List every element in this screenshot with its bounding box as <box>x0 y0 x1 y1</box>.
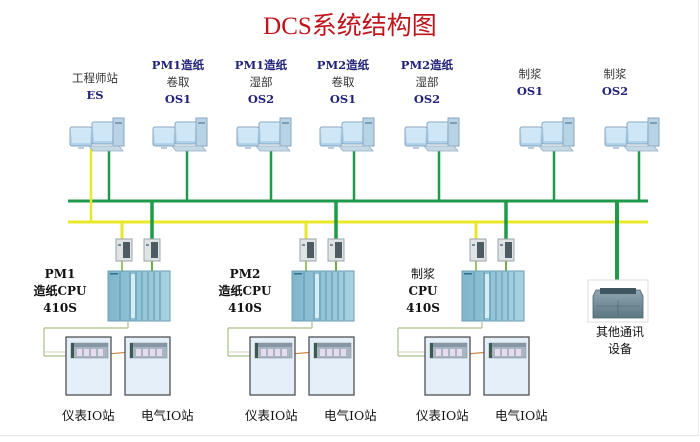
other-device-label: 其他通讯 设备 <box>595 325 644 356</box>
station-label-es: 工程师站 ES <box>72 71 118 102</box>
io-cabinet-icon <box>424 336 471 396</box>
network-switch-icon <box>469 238 487 262</box>
network-switch-icon <box>497 238 515 262</box>
network-switch-icon <box>299 238 317 262</box>
cpu-410s-controller <box>291 238 355 322</box>
workstation-icon <box>236 117 292 152</box>
controller-label-pulp: 制浆 CPU 410S <box>406 267 440 315</box>
keyboard-icon <box>423 145 459 152</box>
network-switch-icon <box>327 238 345 262</box>
controller-label-pm2: PM2 造纸CPU 410S <box>218 267 272 315</box>
station-label-pm1-os1: PM1造纸 卷取 OS1 <box>151 58 205 106</box>
cpu-rack <box>461 270 525 322</box>
cpu-410s-controller <box>107 238 171 322</box>
io-cabinet-icon <box>249 336 296 396</box>
cpu-rack <box>291 270 355 322</box>
workstation-icon <box>69 117 125 152</box>
workstation-icon <box>519 117 575 152</box>
devices-layer <box>65 117 660 396</box>
io-cabinet-icon <box>124 336 171 396</box>
io-label-pulp-instrument: 仪表IO站 <box>416 408 469 423</box>
keyboard-icon <box>338 145 374 152</box>
network-wires <box>43 148 648 357</box>
keyboard-icon <box>538 145 574 152</box>
workstation-icon <box>404 117 460 152</box>
io-label-pulp-electrical: 电气IO站 <box>495 408 548 423</box>
cpu-rack <box>107 270 171 322</box>
keyboard-icon <box>255 145 291 152</box>
io-label-pm2-electrical: 电气IO站 <box>324 408 377 423</box>
keyboard-icon <box>171 145 207 152</box>
keyboard-icon <box>623 145 659 152</box>
station-label-pm2-os2: PM2造纸 湿部 OS2 <box>400 58 454 106</box>
other-comm-device-icon <box>587 279 649 323</box>
workstation-icon <box>319 117 375 152</box>
network-switch-icon <box>143 238 161 262</box>
workstation-icon <box>604 117 660 152</box>
cpu-410s-controller <box>461 238 525 322</box>
network-switch-icon <box>115 238 133 262</box>
io-label-pm1-instrument: 仪表IO站 <box>62 408 115 423</box>
io-cabinet-icon <box>483 336 530 396</box>
controller-label-pm1: PM1 造纸CPU 410S <box>33 267 87 315</box>
io-cabinet-icon <box>65 336 112 396</box>
station-label-pm2-os1: PM2造纸 卷取 OS1 <box>316 58 370 106</box>
io-label-pm1-electrical: 电气IO站 <box>141 408 194 423</box>
station-label-pm1-os2: PM1造纸 湿部 OS2 <box>234 58 288 106</box>
station-label-pulp-os2: 制浆 OS2 <box>601 67 629 98</box>
io-label-pm2-instrument: 仪表IO站 <box>245 408 298 423</box>
io-cabinet-icon <box>308 336 355 396</box>
workstation-icon <box>152 117 208 152</box>
keyboard-icon <box>88 145 124 152</box>
station-label-pulp-os1: 制浆 OS1 <box>516 67 544 98</box>
diagram-title: DCS系统结构图 <box>263 13 437 40</box>
